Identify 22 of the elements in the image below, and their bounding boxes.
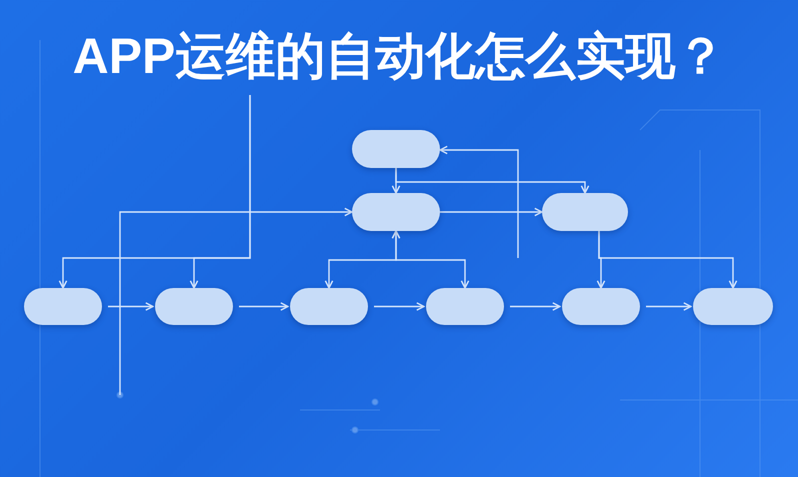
arrow: [374, 302, 425, 311]
rounded-box: [352, 193, 440, 231]
arrow: [440, 208, 543, 216]
rounded-box: [542, 193, 628, 231]
arrow: [108, 302, 154, 311]
rounded-box: [562, 288, 640, 325]
arrow: [646, 302, 692, 311]
arrow: [510, 302, 561, 311]
arrow: [392, 230, 470, 289]
arrow: [439, 146, 519, 258]
rounded-box: [352, 130, 440, 168]
arrow: [239, 302, 289, 311]
arrow: [598, 231, 738, 289]
arrow: [395, 168, 590, 194]
rounded-box: [693, 288, 773, 325]
rounded-box: [290, 288, 368, 325]
rounded-box: [426, 288, 504, 325]
arrow: [190, 95, 251, 289]
title: APP运维的自动化怎么实现？: [72, 27, 726, 86]
rounded-box: [155, 288, 233, 325]
rounded-box: [24, 288, 102, 325]
arrow: [119, 208, 353, 395]
